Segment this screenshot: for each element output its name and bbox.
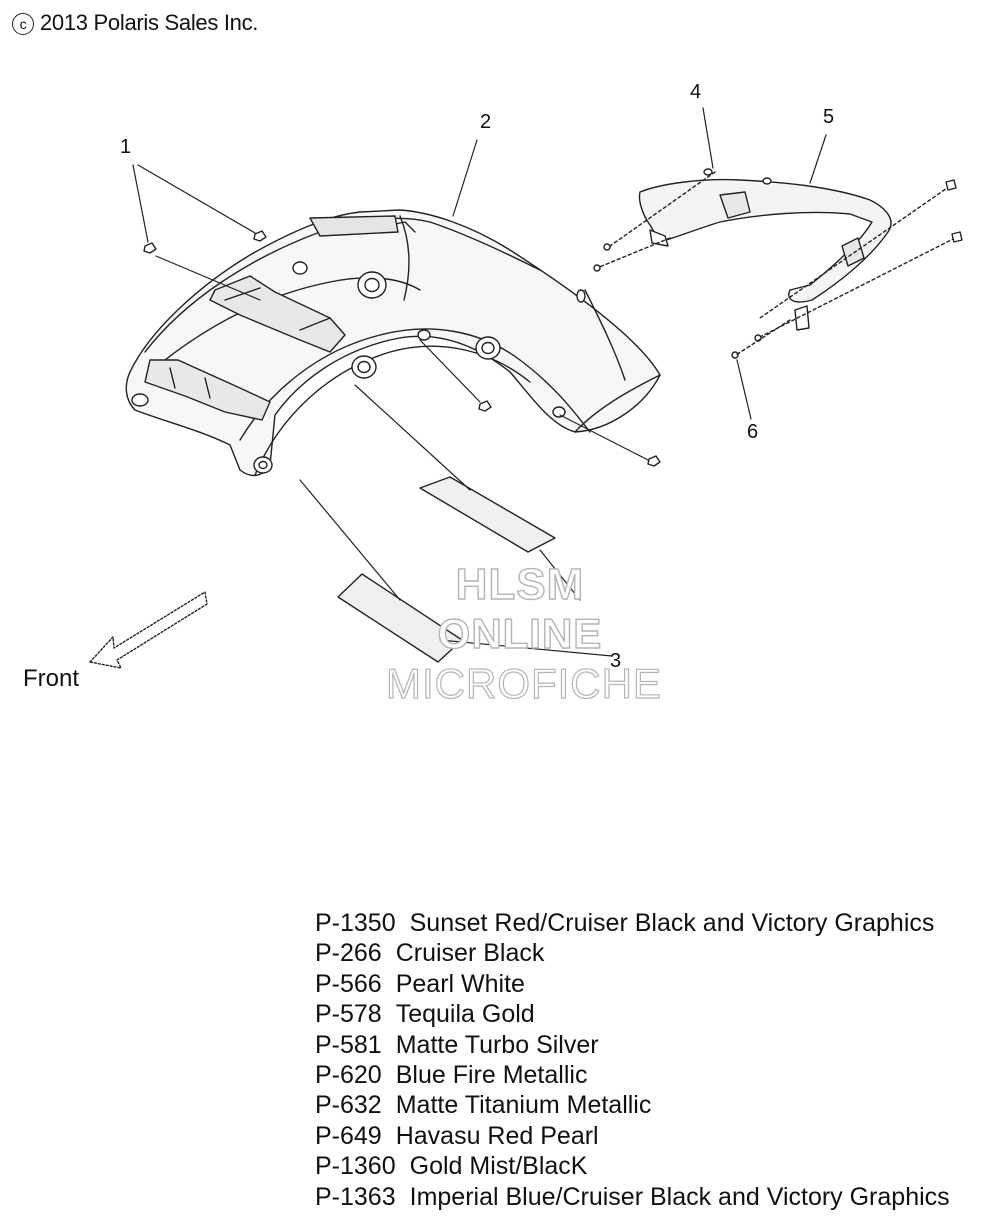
watermark-line-1: HLSM <box>455 559 585 609</box>
paint-name: Sunset Red/Cruiser Black and Victory Gra… <box>409 909 935 937</box>
paint-code: P-1363 <box>315 1182 396 1211</box>
paint-code-item: P-649 Havasu Red Pearl <box>315 1121 950 1151</box>
paint-code: P-632 <box>315 1091 382 1120</box>
paint-name: Gold Mist/BlacK <box>409 1152 588 1181</box>
paint-code: P-649 <box>315 1121 382 1150</box>
watermark-line-3: MICROFICHE <box>385 659 662 707</box>
paint-code: P-266 <box>315 939 382 968</box>
paint-code: P-566 <box>315 969 382 998</box>
paint-name: Tequila Gold <box>395 1000 535 1029</box>
callout-2: 2 <box>480 111 491 133</box>
callout-3: 3 <box>610 650 621 672</box>
leader-lines <box>132 107 827 657</box>
front-direction-arrow <box>89 591 208 669</box>
decal-pads <box>337 476 556 663</box>
paint-code-item: P-1360 Gold Mist/BlacK <box>315 1151 950 1181</box>
copyright-symbol: c <box>12 13 34 35</box>
paint-name: Matte Turbo Silver <box>395 1030 599 1059</box>
paint-code: P-578 <box>315 1000 382 1029</box>
paint-name: Pearl White <box>395 969 525 998</box>
paint-code-item: P-1350 Sunset Red/Cruiser Black and Victo… <box>315 908 950 938</box>
callout-4: 4 <box>690 81 701 103</box>
callout-5: 5 <box>823 106 834 128</box>
paint-code: P-620 <box>315 1061 382 1090</box>
paint-code-item: P-632 Matte Titanium Metallic <box>315 1090 950 1120</box>
callout-1: 1 <box>120 136 131 158</box>
paint-code-item: P-581 Matte Turbo Silver <box>315 1030 950 1060</box>
paint-code-item: P-566 Pearl White <box>315 969 950 999</box>
paint-code: P-581 <box>315 1030 382 1059</box>
fender-bracket <box>638 168 892 331</box>
callout-6: 6 <box>747 421 758 443</box>
paint-name: Matte Titanium Metallic <box>395 1091 652 1120</box>
paint-code-list: P-1350 Sunset Red/Cruiser Black and Victo… <box>315 908 950 1212</box>
copyright-notice: c 2013 Polaris Sales Inc. <box>12 10 258 36</box>
paint-name: Cruiser Black <box>395 939 545 968</box>
paint-code-item: P-578 Tequila Gold <box>315 999 950 1029</box>
copyright-text: 2013 Polaris Sales Inc. <box>40 10 259 35</box>
paint-code: P-1360 <box>315 1152 396 1181</box>
paint-name: Imperial Blue/Cruiser Black and Victory … <box>409 1182 950 1211</box>
paint-name: Blue Fire Metallic <box>395 1061 588 1090</box>
paint-code-item: P-1363 Imperial Blue/Cruiser Black and Vi… <box>315 1182 950 1212</box>
paint-code-item: P-620 Blue Fire Metallic <box>315 1060 950 1090</box>
watermark-line-2: ONLINE <box>437 609 603 657</box>
paint-code-item: P-266 Cruiser Black <box>315 938 950 968</box>
rear-fender <box>125 209 661 477</box>
fastener-nuts <box>143 230 661 467</box>
front-label: Front <box>23 665 80 692</box>
paint-code: P-1350 <box>315 909 396 937</box>
bracket-bolts <box>593 171 963 359</box>
paint-name: Havasu Red Pearl <box>395 1121 599 1150</box>
